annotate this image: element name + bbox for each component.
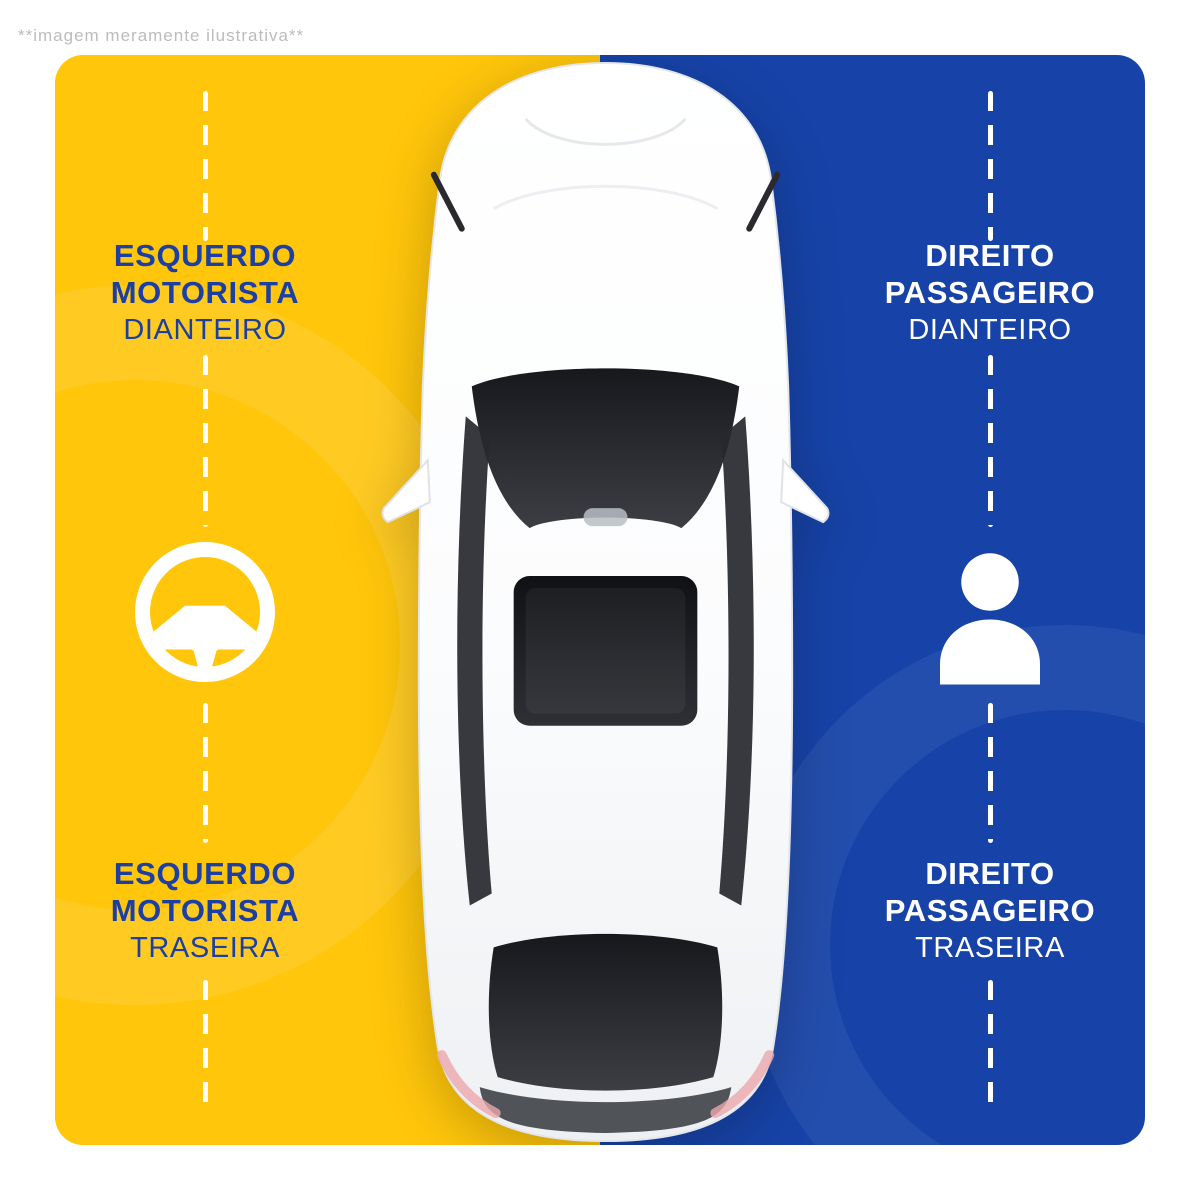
driver-side-watermark [55,285,495,1005]
driver-side-panel [55,55,600,1145]
illustrative-image-disclaimer: **imagem meramente ilustrativa** [18,26,305,45]
passenger-side-watermark [745,625,1145,1145]
passenger-side-panel [600,55,1145,1145]
car-position-diagram: ESQUERDO MOTORISTA DIANTEIRO ESQUERDO MO… [55,55,1145,1145]
